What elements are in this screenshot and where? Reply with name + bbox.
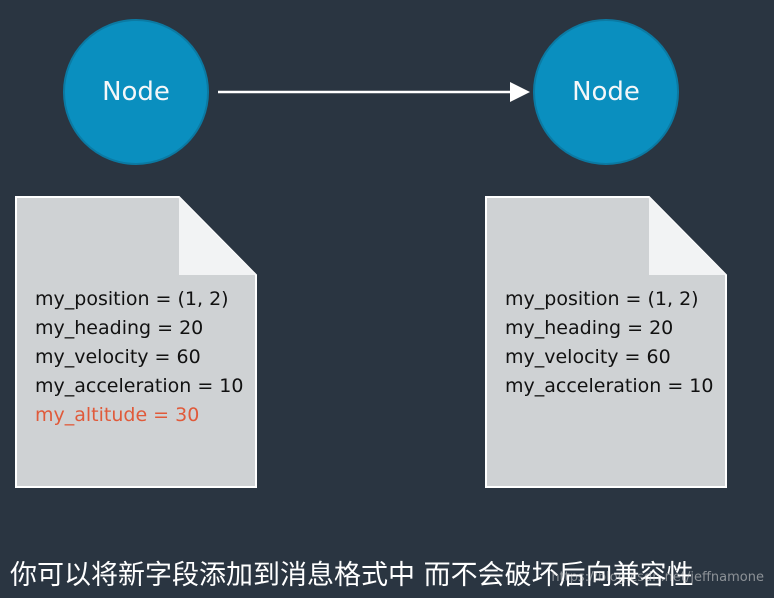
- subtitle-caption: 你可以将新字段添加到消息格式中 而不会破坏后向兼容性: [10, 560, 694, 591]
- field-line: my_acceleration = 10: [505, 375, 714, 397]
- field-line: my_heading = 20: [35, 317, 204, 339]
- field-line: my_position = (1, 2): [505, 288, 699, 310]
- field-line: my_heading = 20: [505, 317, 674, 339]
- node-label-right: Node: [572, 77, 640, 107]
- arrow-connector: [218, 82, 530, 102]
- field-line: my_velocity = 60: [505, 346, 671, 368]
- document-icon: [15, 196, 257, 488]
- node-circle-left: Node: [63, 19, 209, 165]
- field-line: my_velocity = 60: [35, 346, 201, 368]
- node-label-left: Node: [102, 77, 170, 107]
- watermark: https://blog.csdn.net/jeffnamone: [551, 570, 764, 585]
- field-line: my_acceleration = 10: [35, 375, 244, 397]
- field-line: my_position = (1, 2): [35, 288, 229, 310]
- message-document-left: my_position = (1, 2) my_heading = 20 my_…: [15, 196, 257, 488]
- message-document-right: my_position = (1, 2) my_heading = 20 my_…: [485, 196, 727, 488]
- new-field-line: my_altitude = 30: [35, 404, 200, 426]
- node-circle-right: Node: [533, 19, 679, 165]
- document-icon: [485, 196, 727, 488]
